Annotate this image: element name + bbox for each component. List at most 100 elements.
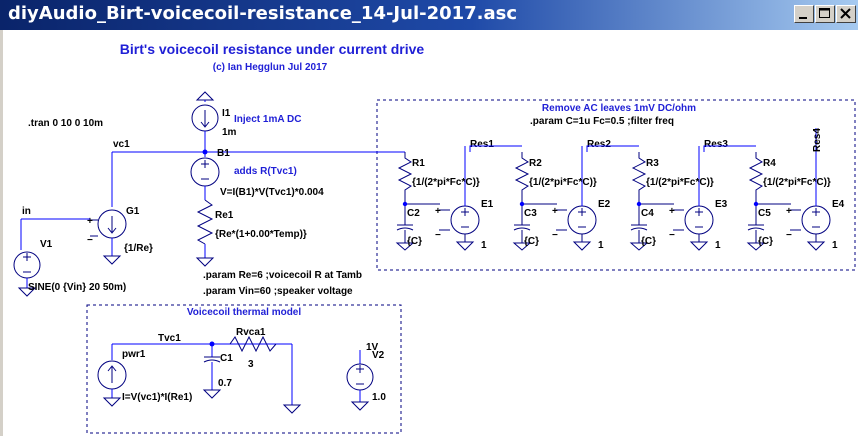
tvc1-net-label: Tvc1 [158, 333, 181, 344]
stage3-vcvs-marks [695, 208, 703, 242]
schematic-author: (c) Ian Hegglun Jul 2017 [213, 62, 328, 73]
g1-plus: + [87, 216, 93, 227]
re1-value: {Re*(1+0.00*Temp)} [215, 229, 307, 240]
v1-value: SINE(0 {Vin} 20 50m) [28, 282, 126, 293]
v2-value: 1.0 [372, 392, 386, 403]
stage4-cap-ground [746, 242, 766, 251]
stage2-resistor-label: R2 [529, 158, 542, 169]
stage1-cap-ground [395, 242, 415, 251]
stage4-vcvs-marks [812, 208, 820, 242]
g1-label: G1 [126, 206, 140, 217]
stage1-resistor-value: {1/(2*pi*Fc*C)} [412, 177, 480, 188]
stage3-plus-sign: + [669, 206, 675, 217]
stage3-resistor-value: {1/(2*pi*Fc*C)} [646, 177, 714, 188]
v2-net-label: 1V [366, 342, 379, 353]
stage3-vcvs-label: E3 [715, 199, 728, 210]
rvca1-value: 3 [248, 359, 254, 370]
stage3-vcvs-ground [689, 241, 709, 251]
stage2-vcvs-inputs [556, 209, 567, 231]
stage3-capacitor[interactable] [630, 204, 648, 243]
stage4-capacitor-value: {C} [758, 236, 773, 247]
stage4-resistor-label: R4 [763, 158, 776, 169]
stage3-input-wire [586, 145, 639, 152]
i1-source[interactable] [191, 91, 219, 152]
stage2-minus-sign: − [552, 230, 558, 241]
filter-stages: R1{1/(2*pi*Fc*C)}C2{C}E11+−Res1R2{1/(2*p… [395, 128, 845, 251]
i1-comment: Inject 1mA DC [234, 114, 301, 125]
stage2-capacitor[interactable] [513, 204, 531, 243]
stage4-vcvs-ground [806, 241, 826, 251]
v1-source[interactable] [13, 251, 41, 297]
stage2-resistor[interactable] [514, 152, 557, 205]
stage2-net-label: Res2 [587, 139, 611, 150]
stage1-resistor[interactable] [397, 152, 440, 205]
stage3-junction-dot [636, 201, 642, 207]
thermal-box-title: Voicecoil thermal model [187, 307, 302, 318]
b1-source[interactable] [190, 149, 220, 201]
stage1-vcvs-inputs [439, 209, 450, 231]
stage3-cap-ground [629, 242, 649, 251]
c1-value: 0.7 [218, 378, 232, 389]
stage1-net-label: Res1 [470, 139, 494, 150]
pwr1-label: pwr1 [122, 349, 146, 360]
stage2-capacitor-value: {C} [524, 236, 539, 247]
minimize-icon [799, 17, 807, 19]
stage4-vcvs-label: E4 [832, 199, 845, 210]
stage2-input-wire [469, 145, 522, 152]
stage3-vcvs-inputs [673, 209, 684, 231]
stage4-junction-dot [753, 201, 759, 207]
stage1-plus-sign: + [435, 206, 441, 217]
stage1-vcvs-marks [461, 208, 469, 242]
title-bar[interactable]: diyAudio_Birt-voicecoil-resistance_14-Ju… [0, 0, 858, 30]
v2-source[interactable] [346, 350, 374, 411]
g1-minus: − [87, 235, 93, 246]
maximize-button[interactable] [815, 5, 835, 23]
stage2-vcvs-marks [578, 208, 586, 242]
g1-source[interactable] [90, 209, 127, 265]
pwr1-value: I=V(vc1)*I(Re1) [122, 392, 192, 403]
stage2-vcvs-label: E2 [598, 199, 611, 210]
rvca1-resistor[interactable] [229, 335, 302, 414]
stage4-capacitor[interactable] [747, 204, 765, 243]
stage4-vcvs-gain: 1 [832, 240, 838, 251]
stage1-capacitor-value: {C} [407, 236, 422, 247]
stage4-plus-sign: + [786, 206, 792, 217]
maximize-icon [819, 8, 830, 18]
stage2-resistor-value: {1/(2*pi*Fc*C)} [529, 177, 597, 188]
i1-label: I1 [222, 108, 231, 119]
stage2-junction-dot [519, 201, 525, 207]
stage3-capacitor-label: C4 [641, 208, 654, 219]
c1-capacitor[interactable] [202, 356, 222, 399]
stage3-resistor-label: R3 [646, 158, 659, 169]
stage2-cap-ground [512, 242, 532, 251]
c1-label: C1 [220, 353, 233, 364]
param-vin-directive[interactable]: .param Vin=60 ;speaker voltage [203, 286, 353, 297]
re1-label: Re1 [215, 210, 234, 221]
minimize-button[interactable] [794, 5, 814, 23]
stage3-minus-sign: − [669, 230, 675, 241]
stage3-vcvs-gain: 1 [715, 240, 721, 251]
stage2-capacitor-label: C3 [524, 208, 537, 219]
vc1-net-label: vc1 [113, 139, 130, 150]
pwr1-source[interactable] [97, 341, 293, 407]
window-frame [0, 30, 3, 436]
tran-directive[interactable]: .tran 0 10 0 10m [28, 118, 103, 129]
stage1-junction-dot [402, 201, 408, 207]
stage1-minus-sign: − [435, 230, 441, 241]
in-net-label: in [22, 206, 31, 217]
stage4-resistor-value: {1/(2*pi*Fc*C)} [763, 177, 831, 188]
param-filter-directive[interactable]: .param C=1u Fc=0.5 ;filter freq [530, 116, 674, 127]
close-button[interactable] [836, 5, 856, 23]
stage3-resistor[interactable] [631, 152, 674, 205]
stage1-capacitor[interactable] [396, 204, 414, 243]
schematic-canvas[interactable]: Birt's voicecoil resistance under curren… [0, 30, 858, 436]
re1-resistor[interactable] [195, 199, 215, 267]
stage2-vcvs-ground [572, 241, 592, 251]
stage4-capacitor-label: C5 [758, 208, 771, 219]
stage2-plus-sign: + [552, 206, 558, 217]
stage1-vcvs-label: E1 [481, 199, 494, 210]
stage4-input-wire [703, 145, 756, 152]
stage3-net-label: Res3 [704, 139, 728, 150]
param-re-directive[interactable]: .param Re=6 ;voicecoil R at Tamb [203, 270, 362, 281]
stage4-resistor[interactable] [748, 152, 791, 205]
